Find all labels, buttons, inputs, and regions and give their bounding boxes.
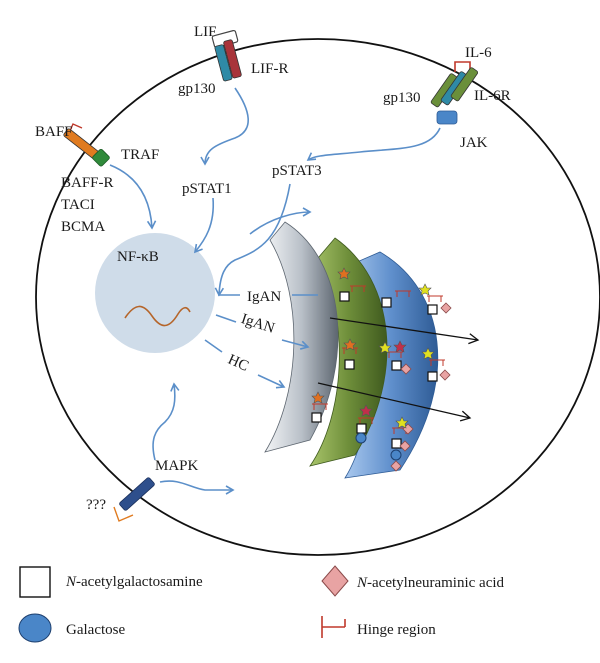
label-pstat1: pSTAT1: [182, 181, 232, 197]
arrow-igan-2-to-golgi: [281, 339, 310, 350]
secretion-arrow-upper: [329, 317, 480, 345]
label-lif-r: LIF-R: [251, 61, 289, 77]
legend-neu5ac-symbol: [321, 565, 349, 597]
legend-hinge-label: Hinge region: [357, 622, 436, 638]
golgi-apparatus: [264, 221, 439, 479]
arrow-jak-to-pstat3: [306, 127, 441, 161]
legend-galnac-symbol: [19, 566, 51, 598]
label-lif: LIF: [194, 24, 217, 40]
label-il6r: IL-6R: [474, 88, 511, 104]
mrna-squiggle: [124, 305, 191, 327]
arrow-hc-to-golgi: [257, 374, 286, 389]
glycan-chains: [311, 267, 452, 472]
label-bcma: BCMA: [61, 219, 105, 235]
legend-neu5ac-label: N-acetylneuraminic acid: [356, 575, 505, 591]
label-gp130-left: gp130: [178, 81, 216, 97]
lif-r-chain: [223, 39, 242, 79]
il6-receptor-complex: [430, 61, 479, 125]
legend: N-acetylgalactosamine N-acetylneuraminic…: [18, 565, 505, 643]
secretion-arrows: [317, 317, 480, 422]
golgi-cisterna-gray: [264, 221, 339, 453]
signaling-arrows: [109, 87, 441, 495]
jak-block: [436, 110, 458, 125]
label-nfkb: NF-κB: [117, 249, 159, 265]
legend-galactose-symbol: [18, 613, 52, 643]
label-hc: HC: [225, 352, 251, 375]
secretion-arrow-lower: [317, 382, 472, 422]
arrow-pstat3-to-nucleus: [214, 183, 291, 297]
lif-receptor-complex: [211, 29, 242, 82]
label-traf: TRAF: [121, 147, 159, 163]
il6-hinge-bracket: [454, 61, 471, 72]
label-igan-2: IgAN: [239, 311, 277, 337]
cell-membrane: [35, 38, 600, 556]
arrow-traf-to-nfkb: [109, 164, 157, 230]
gp130-chain-left: [214, 44, 233, 82]
label-igan-1: IgAN: [247, 289, 281, 305]
arrow-mapk-to-nucleus: [152, 382, 180, 461]
label-pstat3: pSTAT3: [272, 163, 322, 179]
label-baff-r: BAFF-R: [61, 175, 114, 191]
label-baff: BAFF: [35, 124, 73, 140]
label-jak: JAK: [460, 135, 488, 151]
unknown-receptor-complex: [113, 477, 155, 522]
legend-galnac-label: N-acetylgalactosamine: [65, 574, 203, 590]
unknown-receptor-bar: [119, 477, 155, 511]
label-gp130-right: gp130: [383, 90, 421, 106]
arrow-nucleus-igan-2: [215, 314, 237, 323]
il6r-chain: [450, 67, 479, 102]
arrow-mapk-right: [159, 480, 235, 495]
arrow-pstat1-to-nucleus: [193, 197, 215, 254]
label-mapk: MAPK: [155, 458, 199, 474]
label-taci: TACI: [61, 197, 95, 213]
label-il6: IL-6: [465, 45, 492, 61]
label-unknown: ???: [86, 497, 106, 513]
unknown-hinge-bracket: [113, 506, 134, 522]
nucleus: [95, 233, 215, 353]
arrow-lifr-to-pstat1: [200, 87, 249, 166]
legend-hinge-symbol: [321, 616, 346, 638]
legend-galactose-label: Galactose: [66, 622, 125, 638]
arrow-nucleus-to-golgi: [249, 207, 312, 235]
traf-block: [92, 148, 110, 167]
arrow-nucleus-hc: [204, 339, 223, 353]
baff-receptor-complex: [63, 123, 110, 167]
